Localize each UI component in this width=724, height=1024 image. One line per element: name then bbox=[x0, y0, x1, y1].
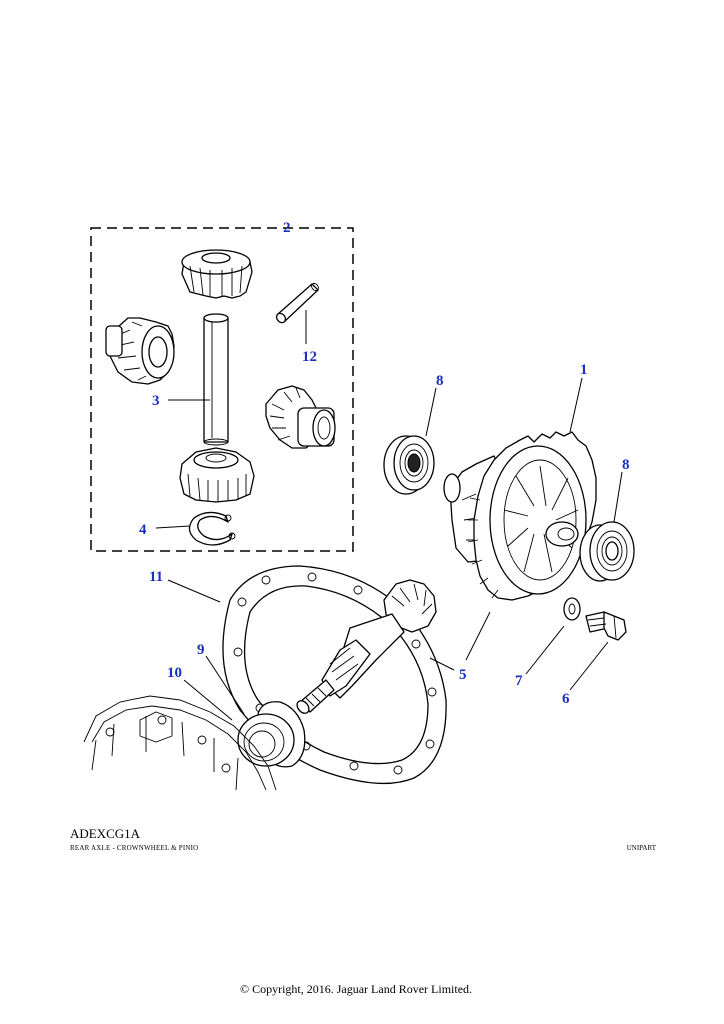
callout-7[interactable]: 7 bbox=[515, 673, 523, 689]
callout-12[interactable]: 12 bbox=[302, 349, 317, 365]
bevel-gear-top[interactable] bbox=[181, 249, 253, 299]
bearing-right[interactable] bbox=[579, 521, 635, 582]
kit-boundary-box bbox=[90, 227, 354, 552]
callout-4[interactable]: 4 bbox=[139, 522, 147, 538]
washer[interactable] bbox=[563, 597, 581, 621]
cross-shaft[interactable] bbox=[203, 313, 229, 446]
callout-8-left[interactable]: 8 bbox=[436, 373, 444, 389]
callout-10[interactable]: 10 bbox=[167, 665, 182, 681]
diagram-subtitle: REAR AXLE - CROWNWHEEL & PINIO bbox=[70, 844, 199, 852]
callout-1[interactable]: 1 bbox=[580, 362, 588, 378]
axle-housing bbox=[83, 695, 277, 791]
bevel-gear-bottom[interactable] bbox=[179, 447, 255, 503]
side-gear-right[interactable] bbox=[265, 385, 336, 449]
roll-pin[interactable] bbox=[275, 282, 320, 324]
bearing-left[interactable] bbox=[383, 435, 435, 495]
callout-6[interactable]: 6 bbox=[562, 691, 570, 707]
callout-3[interactable]: 3 bbox=[152, 393, 160, 409]
circlip[interactable] bbox=[188, 511, 236, 546]
copyright-notice: © Copyright, 2016. Jaguar Land Rover Lim… bbox=[239, 982, 473, 996]
bolt[interactable] bbox=[585, 611, 627, 641]
callout-2[interactable]: 2 bbox=[283, 220, 291, 236]
differential-crownwheel[interactable] bbox=[443, 431, 597, 601]
callout-9[interactable]: 9 bbox=[197, 642, 205, 658]
leader-lines bbox=[155, 310, 623, 721]
side-gear-left[interactable] bbox=[105, 317, 175, 385]
callout-11[interactable]: 11 bbox=[149, 569, 163, 585]
callout-8-right[interactable]: 8 bbox=[622, 457, 630, 473]
callout-5[interactable]: 5 bbox=[459, 667, 467, 683]
diagram-code: ADEXCG1A bbox=[70, 826, 141, 841]
brand-label: UNIPART bbox=[626, 844, 656, 852]
pinion-shaft[interactable] bbox=[295, 579, 437, 716]
pinion-bearing[interactable] bbox=[237, 701, 306, 768]
